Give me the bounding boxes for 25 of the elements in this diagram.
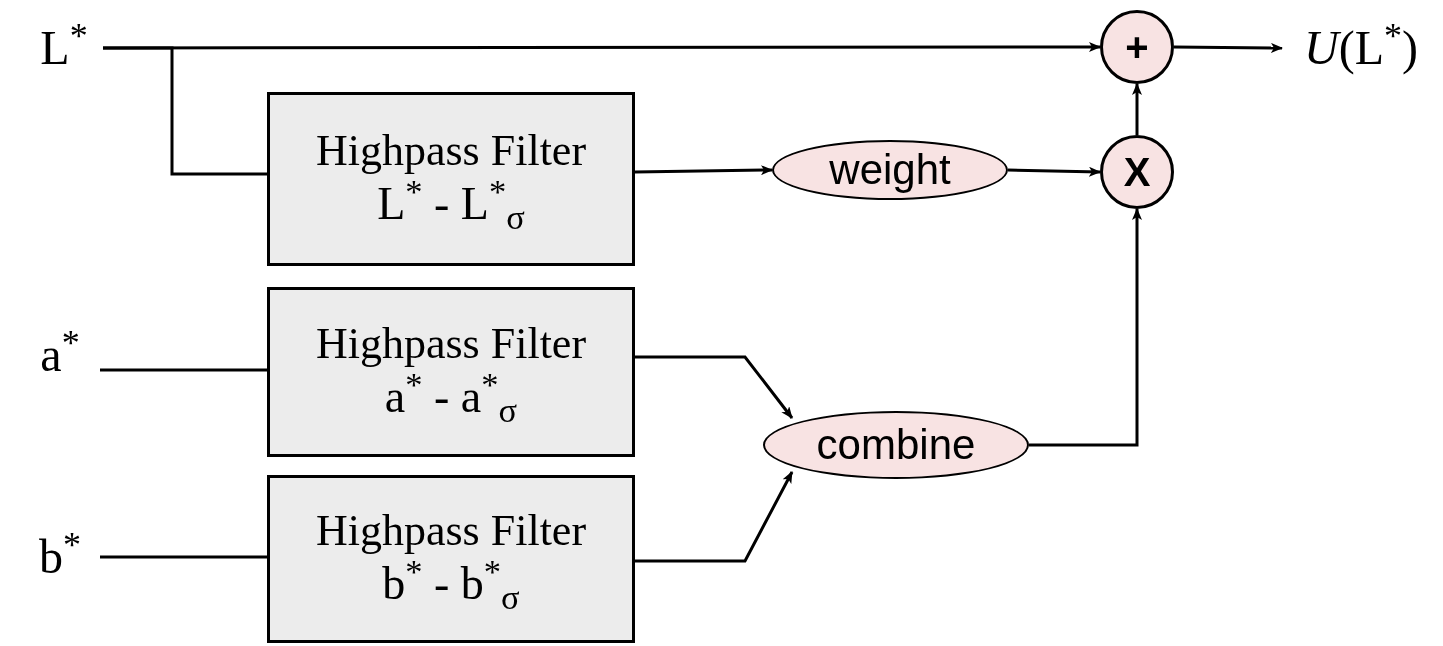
arrow xyxy=(635,355,794,419)
box-title: Highpass Filter xyxy=(315,320,587,369)
process-ellipse: weight xyxy=(772,140,1008,200)
product-circle: X xyxy=(1100,135,1174,209)
arrow xyxy=(103,42,1101,52)
arrow xyxy=(634,165,773,176)
connector-line xyxy=(100,368,267,372)
box-title: Highpass Filter xyxy=(315,127,587,176)
input-label: L$^{*}$ xyxy=(25,18,103,78)
connector-line xyxy=(103,46,267,176)
arrow xyxy=(635,471,794,563)
process-ellipse: combine xyxy=(763,411,1029,479)
arrow xyxy=(1174,42,1283,53)
arrow xyxy=(1007,166,1101,177)
arrow xyxy=(1132,83,1142,135)
connector-line xyxy=(100,555,267,559)
input-label: a$^{*}$ xyxy=(20,325,100,385)
output-label: U(L$^{*}$) xyxy=(1282,18,1440,78)
sum-circle: + xyxy=(1100,10,1174,84)
box-title: Highpass Filter xyxy=(315,507,587,556)
filter-box xyxy=(267,92,635,266)
filter-box xyxy=(267,287,635,457)
arrow xyxy=(1029,208,1142,447)
filter-box xyxy=(267,475,635,643)
input-label: b$^{*}$ xyxy=(20,527,100,587)
